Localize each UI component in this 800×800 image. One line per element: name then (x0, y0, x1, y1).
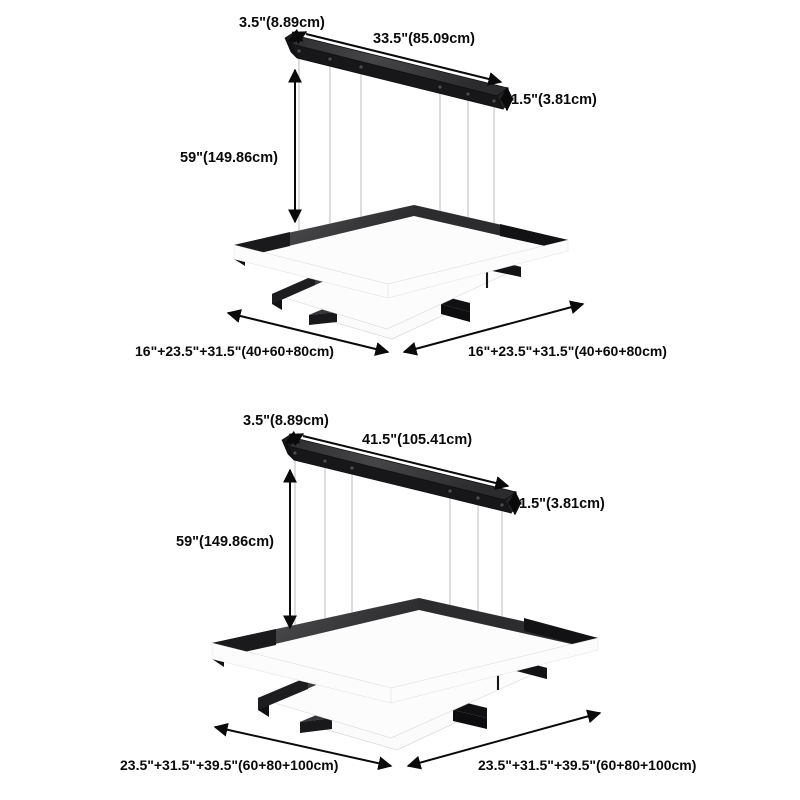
drop-height-label: 59"(149.86cm) (176, 534, 274, 550)
width-label-right: 16"+23.5"+31.5"(40+60+80cm) (468, 343, 667, 359)
width-dimension-left (226, 309, 390, 356)
width-dimension-right (406, 709, 602, 770)
dimension-diagram-small: 33.5"(85.09cm) 3.5"(8.89cm) 1.5"(3.81cm)… (135, 15, 667, 359)
canopy-width-dimension (305, 33, 503, 86)
drop-height-label: 59"(149.86cm) (180, 150, 278, 166)
canopy-width-label: 41.5"(105.41cm) (362, 432, 472, 448)
width-dimension-left (213, 722, 393, 771)
width-label-left: 23.5"+31.5"+39.5"(60+80+100cm) (120, 757, 338, 773)
canopy-height-label: 1.5"(3.81cm) (519, 496, 605, 512)
canopy-height-label: 1.5"(3.81cm) (511, 92, 597, 108)
outer-ring-tier (211, 597, 599, 704)
width-label-left: 16"+23.5"+31.5"(40+60+80cm) (135, 343, 334, 359)
width-label-right: 23.5"+31.5"+39.5"(60+80+100cm) (478, 757, 696, 773)
width-dimension-right (402, 300, 585, 356)
dimension-diagram-large: 41.5"(105.41cm) 3.5"(8.89cm) 1.5"(3.81cm… (0, 400, 800, 800)
canopy-width-dimension (302, 435, 510, 490)
canopy-depth-dimension (287, 28, 308, 45)
canopy-depth-label: 3.5"(8.89cm) (239, 15, 325, 31)
canopy-depth-dimension (284, 430, 305, 447)
outer-ring-tier (233, 204, 569, 299)
canopy-width-label: 33.5"(85.09cm) (373, 31, 475, 47)
canopy-depth-label: 3.5"(8.89cm) (243, 413, 329, 429)
